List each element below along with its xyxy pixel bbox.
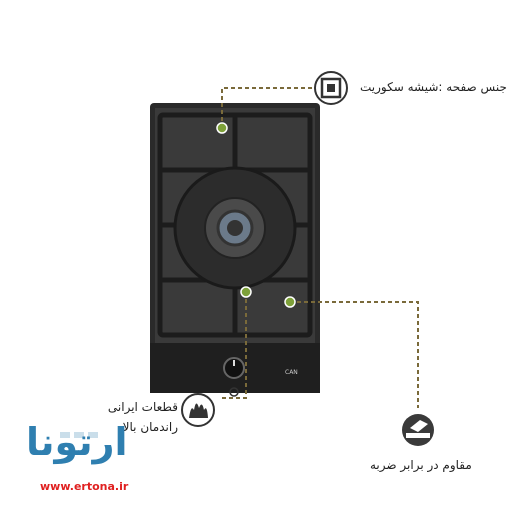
hammer-impact-icon [402, 414, 434, 446]
marker-impact [284, 296, 296, 308]
glass-annotation: جنس صفحه :شیشه سکوریت [360, 80, 507, 94]
marker-parts [240, 286, 252, 298]
marker-glass [216, 122, 228, 134]
logo-url[interactable]: www.ertona.ir [40, 480, 129, 493]
flame-icon [181, 393, 215, 427]
control-knob[interactable] [223, 357, 245, 379]
logo-wordmark: ارتونا [26, 420, 129, 464]
ignition-icon [229, 387, 239, 397]
logo-mark [60, 432, 98, 438]
impact-annotation: مقاوم در برابر ضربه [370, 458, 472, 472]
parts-annotation-line1: قطعات ایرانی [107, 400, 178, 414]
square-glass-icon [314, 71, 348, 105]
parts-annotation-line2: راندمان بالا [122, 420, 178, 434]
burner-center [227, 220, 243, 236]
hob-brand-label: CAN [285, 369, 298, 376]
